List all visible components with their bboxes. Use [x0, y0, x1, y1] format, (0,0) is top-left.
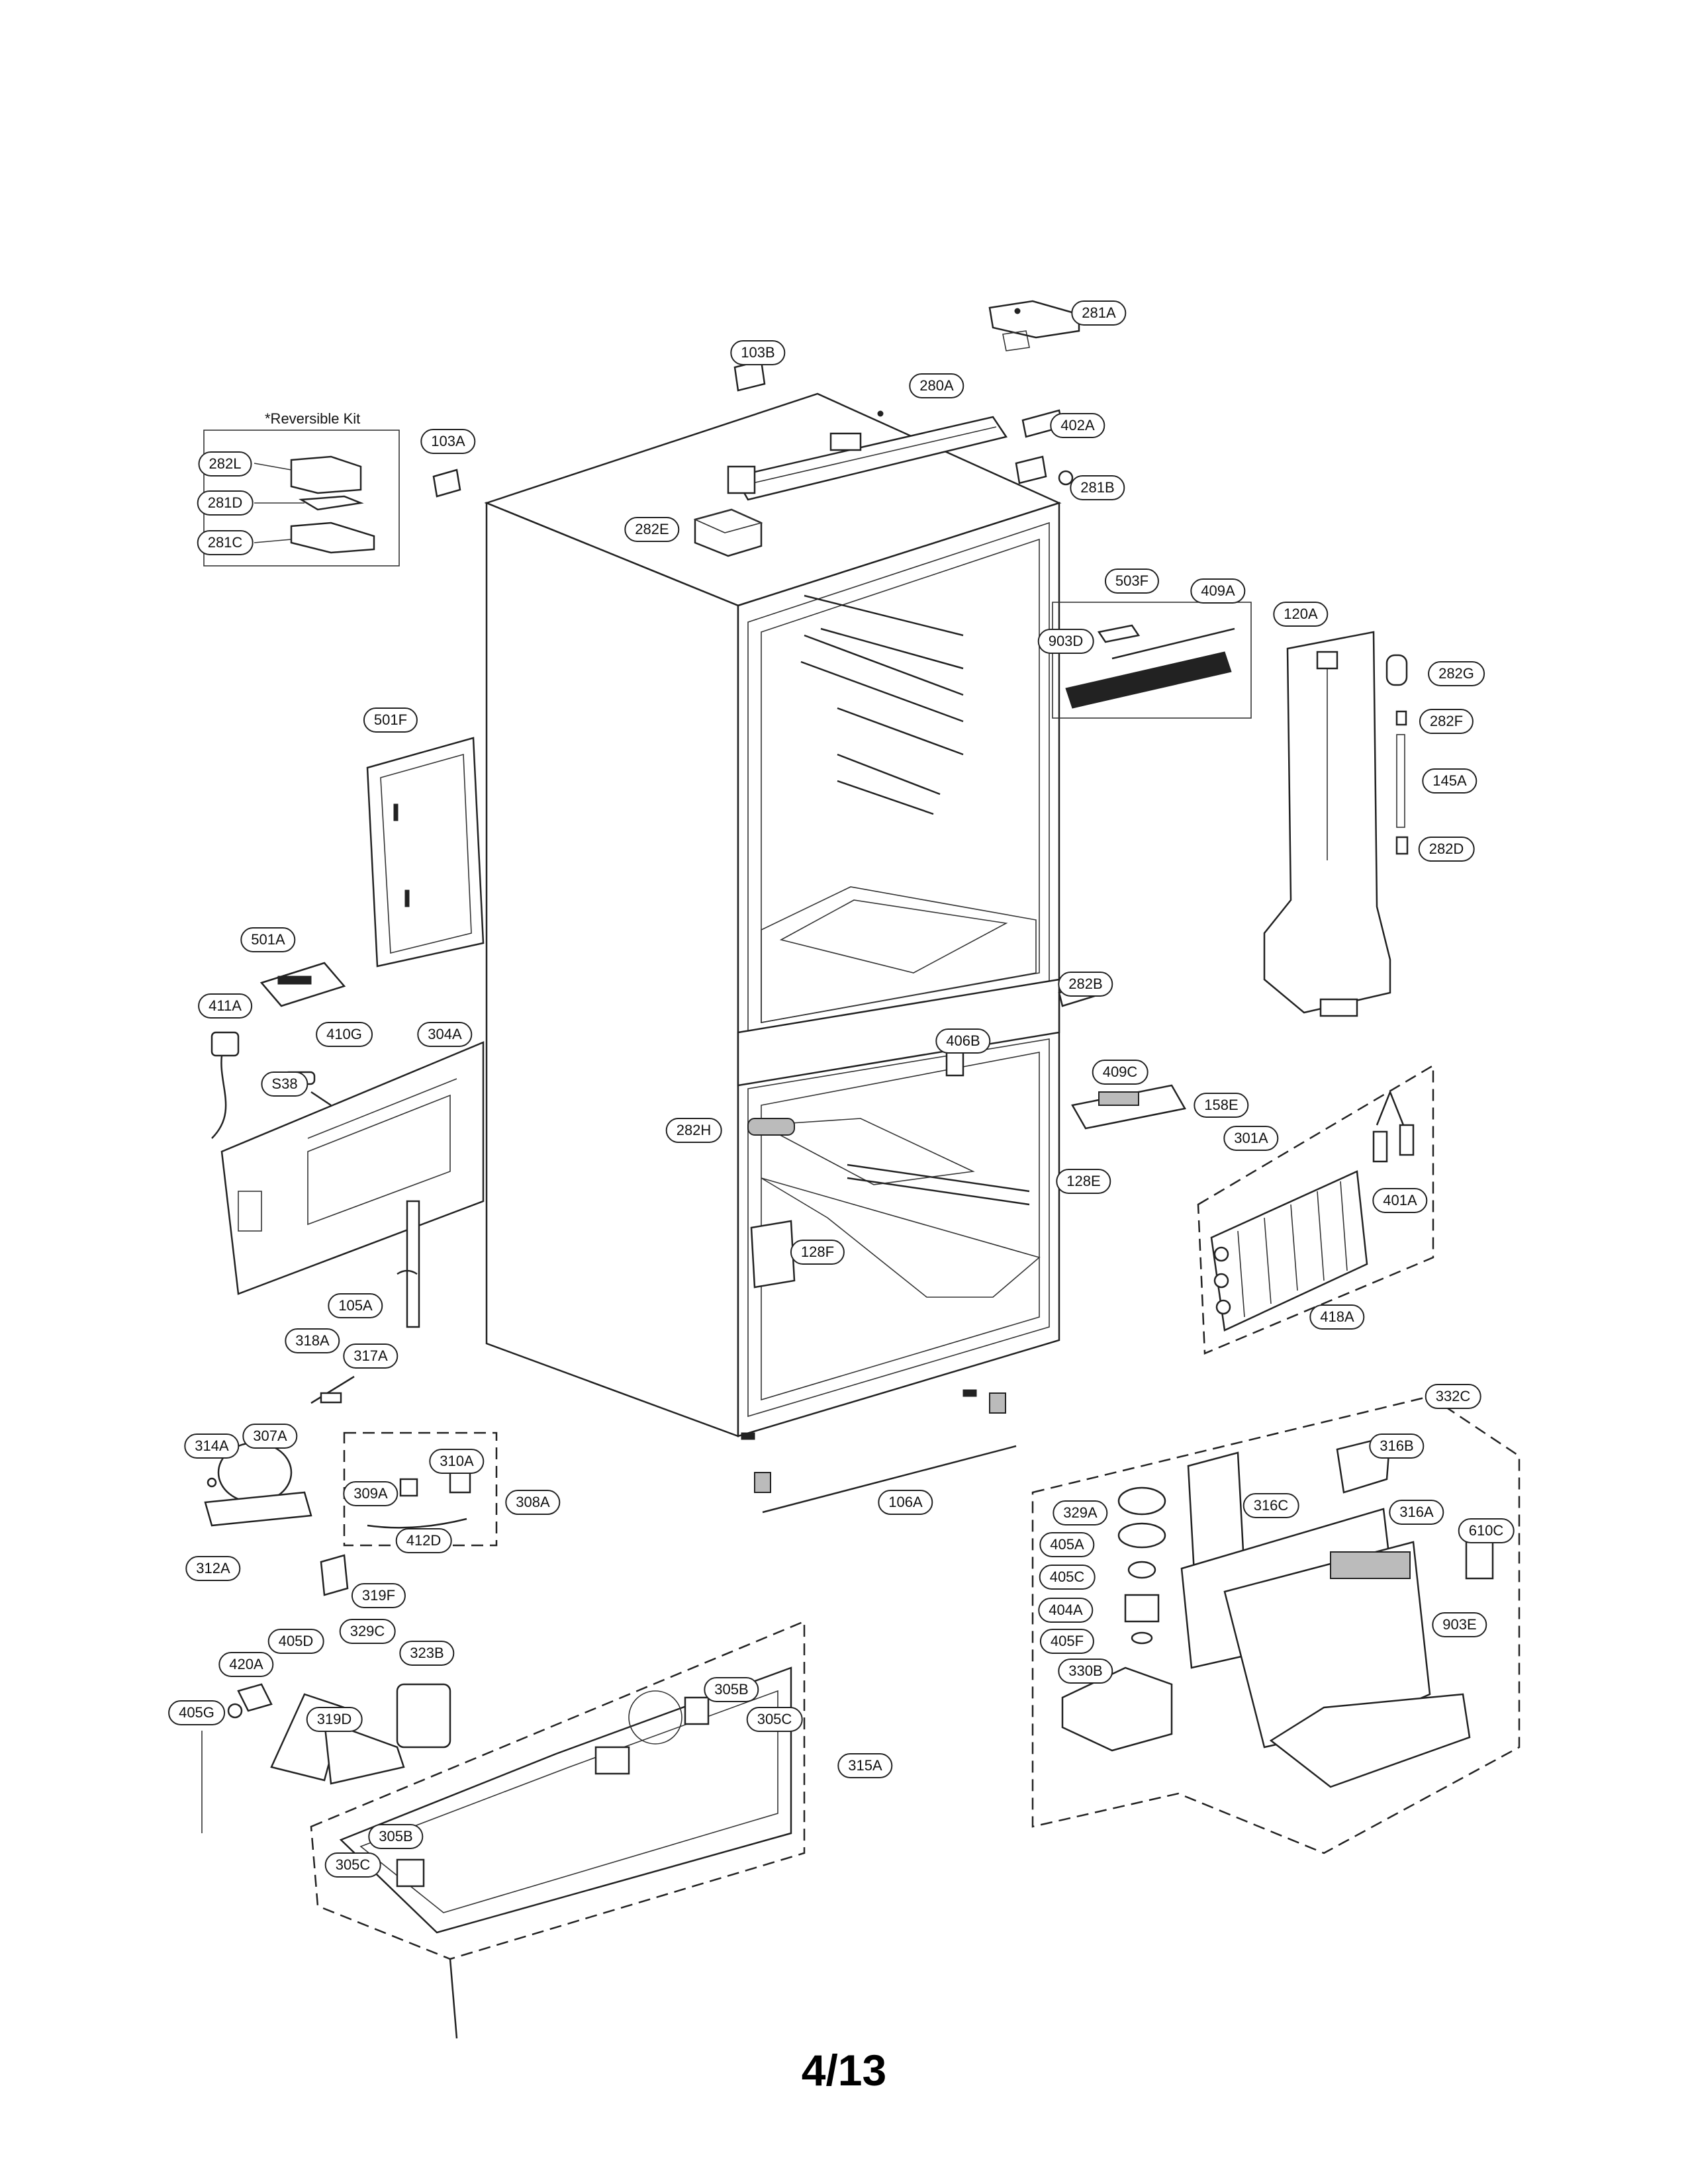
- part-label-301A: 301A: [1223, 1126, 1279, 1151]
- refrigerator-cabinet: [484, 392, 1062, 1440]
- part-label-S38: S38: [261, 1071, 308, 1097]
- part-label-316C: 316C: [1243, 1493, 1299, 1518]
- part-label-305C-top: 305C: [746, 1707, 803, 1732]
- page-number: 4/13: [801, 2046, 887, 2095]
- pcb-part: [259, 962, 346, 1007]
- part-label-314A: 314A: [184, 1433, 240, 1459]
- part-label-330B: 330B: [1058, 1659, 1113, 1684]
- part-label-282D: 282D: [1418, 837, 1475, 862]
- part-label-332C: 332C: [1425, 1384, 1481, 1409]
- part-label-323B: 323B: [399, 1641, 455, 1666]
- part-label-318A: 318A: [285, 1328, 340, 1353]
- part-label-305B-bottom: 305B: [368, 1824, 424, 1849]
- part-label-405A: 405A: [1039, 1532, 1095, 1557]
- freezer-basket-parts: [750, 1220, 796, 1289]
- part-label-312A: 312A: [185, 1556, 241, 1581]
- part-label-329C: 329C: [339, 1619, 396, 1644]
- part-label-501A: 501A: [240, 927, 296, 952]
- part-label-282B: 282B: [1058, 972, 1113, 997]
- part-label-281C: 281C: [197, 530, 254, 555]
- part-label-409A: 409A: [1190, 578, 1246, 604]
- part-label-305B-top: 305B: [704, 1677, 759, 1702]
- part-label-418A: 418A: [1309, 1304, 1365, 1330]
- part-label-308A: 308A: [505, 1490, 561, 1515]
- part-label-282F: 282F: [1419, 709, 1474, 734]
- top-box-part: [693, 508, 763, 557]
- part-label-128E: 128E: [1056, 1169, 1111, 1194]
- part-label-410G: 410G: [316, 1022, 373, 1047]
- part-label-282L: 282L: [198, 451, 252, 477]
- part-label-307A: 307A: [242, 1424, 298, 1449]
- hinge-cover-part: [727, 416, 1008, 501]
- part-label-315A: 315A: [837, 1753, 893, 1778]
- part-label-128F: 128F: [790, 1240, 845, 1265]
- part-label-309A: 309A: [343, 1481, 399, 1506]
- part-label-280A: 280A: [909, 373, 964, 398]
- part-label-412D: 412D: [395, 1528, 452, 1553]
- part-label-145A: 145A: [1422, 768, 1477, 794]
- part-label-409C: 409C: [1092, 1060, 1149, 1085]
- back-cover-part: [220, 1041, 485, 1295]
- part-label-329A: 329A: [1053, 1500, 1108, 1525]
- part-label-304A: 304A: [417, 1022, 473, 1047]
- part-label-281A: 281A: [1071, 300, 1127, 326]
- part-label-103B: 103B: [730, 340, 786, 365]
- reversible-kit-box: [203, 430, 400, 567]
- part-label-305C-bottom: 305C: [324, 1852, 381, 1878]
- part-label-317A: 317A: [343, 1343, 399, 1369]
- part-label-319D: 319D: [306, 1707, 363, 1732]
- part-label-405C: 405C: [1039, 1565, 1096, 1590]
- part-label-503F: 503F: [1104, 569, 1160, 594]
- door-panel-part: [366, 737, 485, 968]
- part-label-120A: 120A: [1273, 602, 1329, 627]
- part-label-281B: 281B: [1070, 475, 1125, 500]
- part-label-405F: 405F: [1039, 1629, 1095, 1654]
- part-label-319F: 319F: [351, 1583, 406, 1608]
- part-label-610C: 610C: [1458, 1518, 1515, 1543]
- part-label-401A: 401A: [1372, 1188, 1428, 1213]
- part-label-903E: 903E: [1432, 1612, 1487, 1637]
- part-label-405G: 405G: [168, 1700, 225, 1725]
- part-label-406B: 406B: [935, 1028, 991, 1054]
- lamp-cover-kit-box: [1052, 602, 1252, 719]
- sensor-parts: [310, 1375, 355, 1404]
- part-label-404A: 404A: [1038, 1598, 1094, 1623]
- part-label-106A: 106A: [878, 1490, 933, 1515]
- part-label-316B: 316B: [1369, 1433, 1425, 1459]
- part-label-310A: 310A: [429, 1449, 485, 1474]
- part-label-405D: 405D: [267, 1629, 324, 1654]
- compressor-part: [204, 1441, 312, 1573]
- part-label-420A: 420A: [218, 1652, 274, 1677]
- part-label-103A: 103A: [420, 429, 476, 454]
- part-label-281D: 281D: [197, 490, 254, 516]
- part-label-282H: 282H: [665, 1118, 722, 1143]
- part-label-158E: 158E: [1194, 1093, 1249, 1118]
- air-duct-part: [1263, 631, 1391, 1017]
- part-label-105A: 105A: [328, 1293, 383, 1318]
- part-label-402A: 402A: [1050, 413, 1105, 438]
- leveling-legs-part: [754, 1392, 1017, 1514]
- drain-pipe-part: [397, 1200, 420, 1328]
- reversible-kit-title: *Reversible Kit: [265, 410, 361, 427]
- part-label-903D: 903D: [1037, 629, 1094, 654]
- part-label-411A: 411A: [198, 993, 252, 1019]
- part-label-316A: 316A: [1389, 1500, 1444, 1525]
- part-label-501F: 501F: [363, 707, 418, 733]
- part-label-282G: 282G: [1428, 661, 1485, 686]
- part-label-282E: 282E: [624, 517, 680, 542]
- fan-assembly-box: [1031, 1395, 1521, 1854]
- base-tray-part: [310, 1620, 806, 2039]
- evaporator-part: [1197, 1064, 1434, 1355]
- duct-accessories: [1385, 654, 1409, 855]
